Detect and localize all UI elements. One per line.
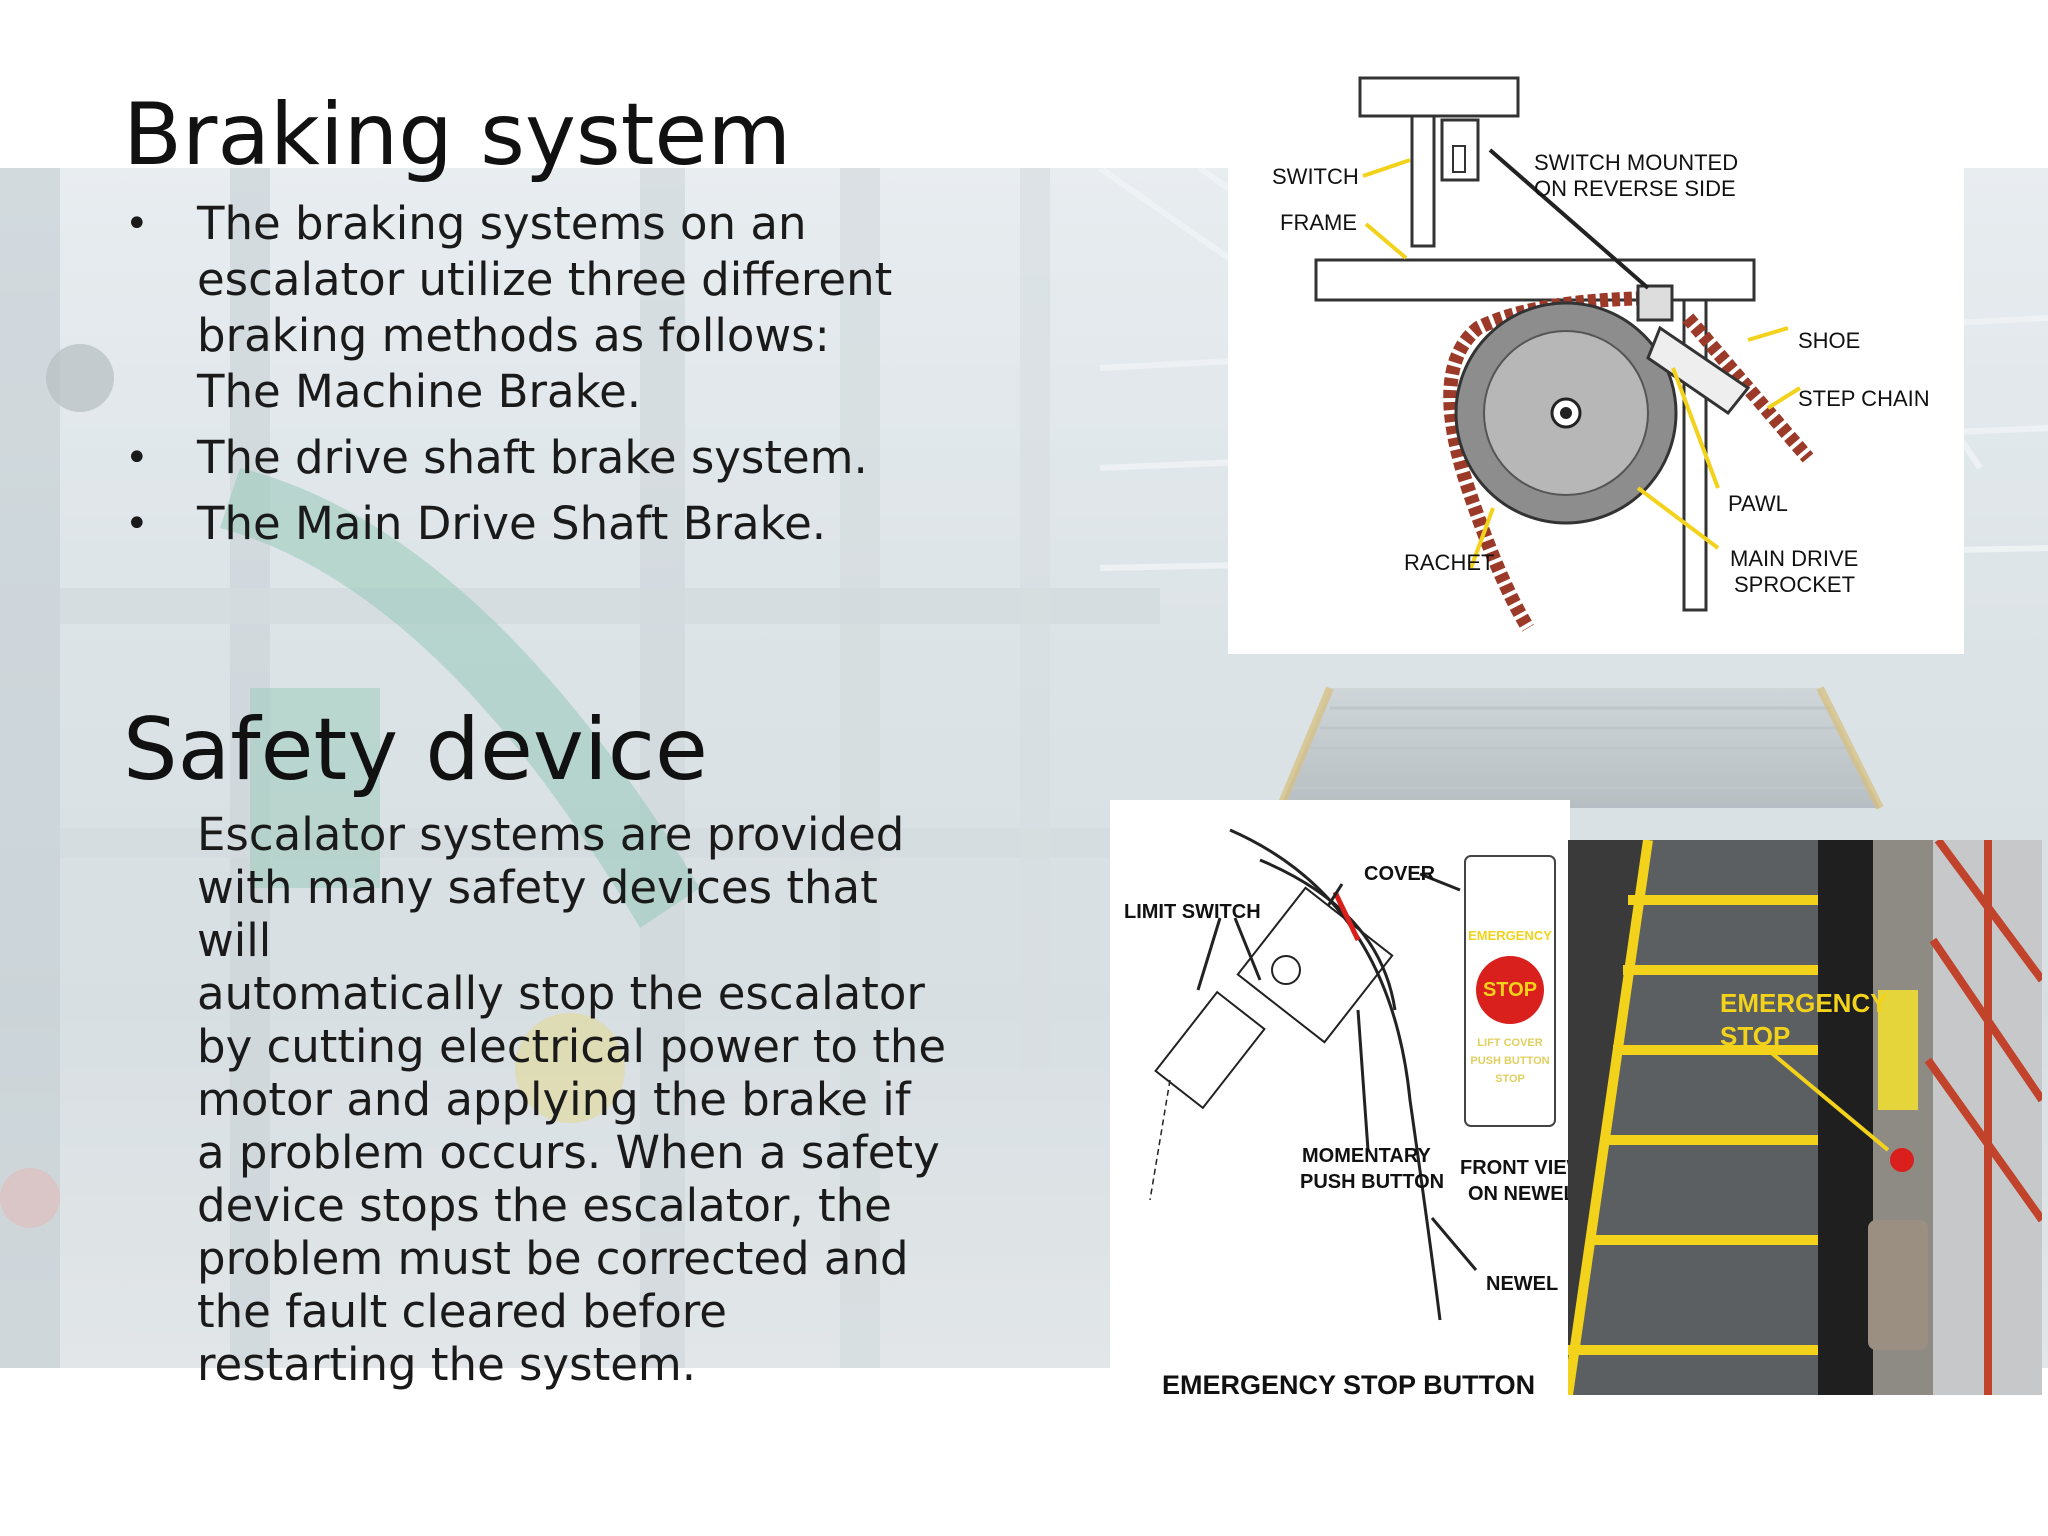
lift-cover-text-1: LIFT COVER <box>1477 1037 1542 1049</box>
paragraph-line: Escalator systems are provided <box>197 808 905 861</box>
photo-stop-label: STOP <box>1720 1021 1790 1051</box>
lift-cover-text-2: PUSH BUTTON <box>1470 1055 1549 1067</box>
bullet-line: braking methods as follows: <box>197 309 830 362</box>
bullet-marker: • <box>125 201 149 247</box>
brake-mechanism-diagram: SWITCH FRAME SWITCH MOUNTED ON REVERSE S… <box>1228 68 1964 654</box>
escalator-photo-art: EMERGENCY STOP <box>1568 840 2042 1395</box>
escalator-photo: EMERGENCY STOP <box>1568 840 2042 1395</box>
shoe-label: SHOE <box>1798 328 1860 353</box>
switch-label: SWITCH <box>1272 164 1359 189</box>
bullet-line: The Main Drive Shaft Brake. <box>197 497 827 550</box>
braking-bullet-item: • The drive shaft brake system. <box>125 430 905 486</box>
bullet-marker: • <box>125 501 149 547</box>
paragraph-line: motor and applying the brake if <box>197 1073 911 1126</box>
paragraph-line: automatically stop the escalator <box>197 967 925 1020</box>
limit-switch-label: LIMIT SWITCH <box>1124 901 1261 923</box>
paragraph-line: by cutting electrical power to the <box>197 1020 947 1073</box>
paragraph-line: restarting the system. <box>197 1338 697 1391</box>
main-drive-label-1: MAIN DRIVE <box>1730 546 1858 571</box>
frame-label: FRAME <box>1280 210 1357 235</box>
lift-cover-text-3: STOP <box>1495 1073 1525 1085</box>
braking-bullet-list: • The braking systems on an escalator ut… <box>125 196 905 552</box>
paragraph-line: the fault cleared before <box>197 1285 727 1338</box>
stop-text: STOP <box>1483 979 1537 1001</box>
momentary-label-1: MOMENTARY <box>1302 1145 1432 1167</box>
newel-label: NEWEL <box>1486 1273 1558 1295</box>
bullet-line: escalator utilize three different <box>197 253 893 306</box>
emergency-stop-diagram: EMERGENCY STOP LIFT COVER PUSH BUTTON ST… <box>1110 800 1586 1410</box>
braking-system-title: Braking system <box>123 85 792 185</box>
cover-label: COVER <box>1364 863 1436 885</box>
ratchet-wheel <box>1454 301 1678 525</box>
step-chain-label: STEP CHAIN <box>1798 386 1930 411</box>
switch-mounted-label-2: ON REVERSE SIDE <box>1534 176 1736 201</box>
paragraph-line: device stops the escalator, the <box>197 1179 892 1232</box>
momentary-label-2: PUSH BUTTON <box>1300 1171 1444 1193</box>
emergency-stop-caption: EMERGENCY STOP BUTTON <box>1162 1370 1535 1400</box>
bullet-line: The braking systems on an <box>197 197 807 250</box>
pawl-label: PAWL <box>1728 491 1788 516</box>
stop-diagram-art: EMERGENCY STOP LIFT COVER PUSH BUTTON ST… <box>1124 828 1586 1400</box>
main-drive-label-2: SPROCKET <box>1734 572 1855 597</box>
safety-paragraph: Escalator systems are provided with many… <box>197 808 957 1391</box>
bullet-line: The drive shaft brake system. <box>197 431 868 484</box>
braking-bullet-item: • The braking systems on an escalator ut… <box>125 196 905 420</box>
paragraph-line: with many safety devices that will <box>197 861 878 967</box>
cover-emergency-text: EMERGENCY <box>1468 928 1552 943</box>
front-view-label-2: ON NEWEL <box>1468 1183 1570 1205</box>
photo-emergency-label: EMERGENCY <box>1720 988 1888 1018</box>
braking-bullet-item: • The Main Drive Shaft Brake. <box>125 496 905 552</box>
front-view-label-1: FRONT VIEW <box>1460 1157 1570 1179</box>
paragraph-line: problem must be corrected and <box>197 1232 909 1285</box>
paragraph-line: a problem occurs. When a safety <box>197 1126 940 1179</box>
bullet-line: The Machine Brake. <box>197 365 642 418</box>
rachet-label: RACHET <box>1404 550 1494 575</box>
safety-device-title: Safety device <box>123 700 708 800</box>
switch-mounted-label-1: SWITCH MOUNTED <box>1534 150 1738 175</box>
brake-diagram-art: SWITCH FRAME SWITCH MOUNTED ON REVERSE S… <box>1228 68 1964 654</box>
bullet-marker: • <box>125 435 149 481</box>
